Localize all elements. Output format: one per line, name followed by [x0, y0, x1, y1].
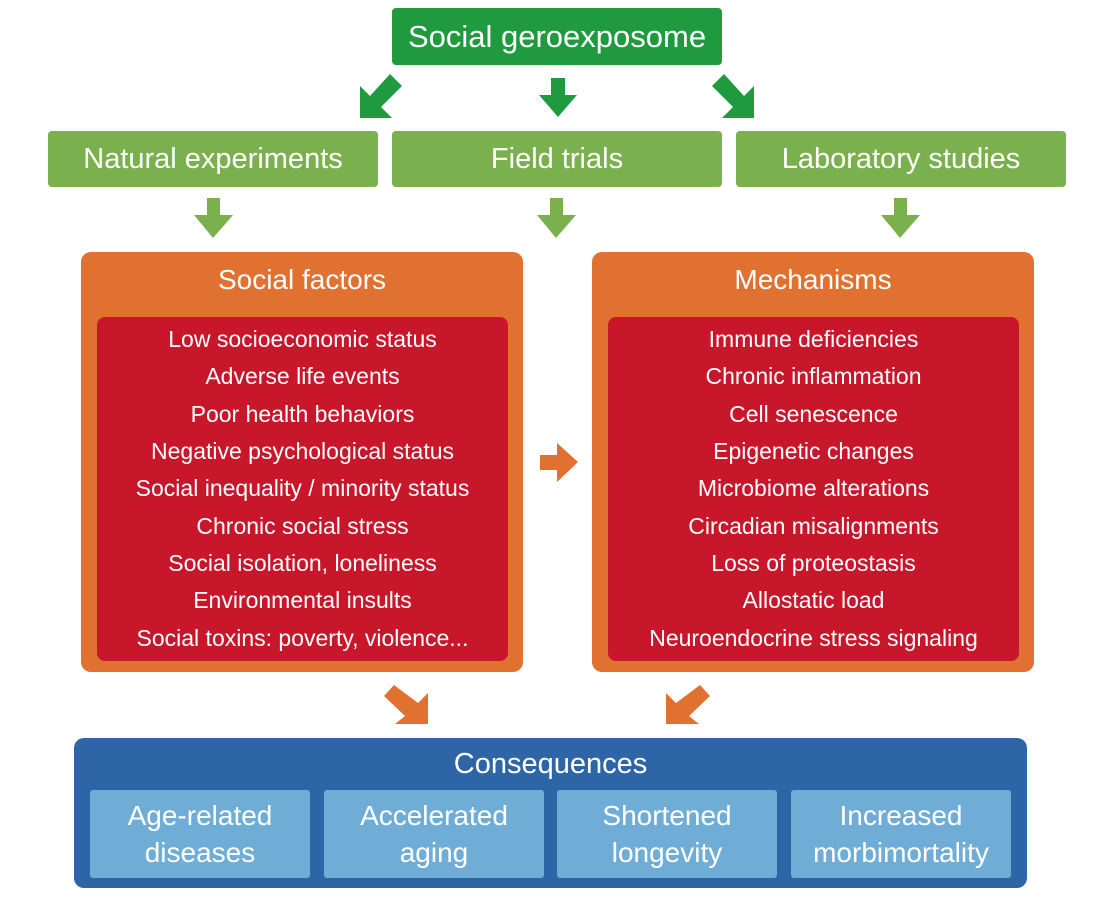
consequence-line: diseases: [144, 837, 256, 868]
consequence-shortened-longevity: Shortened longevity: [557, 790, 777, 878]
arrow-down-icon-shaft: [894, 198, 907, 216]
social-factors-list: Low socioeconomic status Adverse life ev…: [97, 317, 508, 661]
arrow-down-icon: [537, 215, 576, 238]
list-item: Epigenetic changes: [713, 438, 914, 465]
list-item: Microbiome alterations: [697, 475, 930, 502]
consequence-increased-morbimortality: Increased morbimortality: [791, 790, 1011, 878]
list-item: Adverse life events: [205, 363, 400, 390]
arrow-down-icon: [881, 215, 920, 238]
consequence-line: Increased: [839, 800, 963, 831]
arrow-down-icon: [539, 95, 577, 117]
laboratory-studies-box: Laboratory studies: [736, 131, 1066, 187]
social-factors-panel: Social factors Low socioeconomic status …: [81, 252, 523, 672]
consequence-line: Shortened: [602, 800, 732, 831]
natural-experiments-label: Natural experiments: [83, 142, 343, 175]
laboratory-studies-label: Laboratory studies: [781, 142, 1021, 175]
list-item: Loss of proteostasis: [711, 549, 916, 576]
social-geroexposome-label: Social geroexposome: [407, 18, 707, 54]
arrow-down-right-icon: [712, 74, 754, 118]
list-item: Chronic inflammation: [705, 363, 922, 390]
mechanisms-list: Immune deficiencies Chronic inflammation…: [608, 317, 1019, 661]
arrow-down-left-icon: [360, 74, 402, 118]
list-item: Social isolation, loneliness: [168, 549, 437, 576]
consequence-line: Accelerated: [360, 800, 508, 831]
social-factors-title: Social factors: [217, 264, 387, 295]
arrow-down-icon-shaft: [550, 198, 563, 216]
consequence-accelerated-aging: Accelerated aging: [324, 790, 544, 878]
list-item: Social toxins: poverty, violence...: [136, 624, 469, 651]
consequence-line: Age-related: [127, 800, 273, 831]
list-item: Poor health behaviors: [190, 400, 415, 427]
arrow-down-icon: [194, 215, 233, 238]
arrow-down-icon-shaft: [551, 78, 565, 96]
consequences-title: Consequences: [453, 748, 648, 780]
list-item: Negative psychological status: [151, 438, 454, 465]
list-item: Circadian misalignments: [688, 512, 939, 539]
list-item: Allostatic load: [742, 587, 885, 614]
natural-experiments-box: Natural experiments: [48, 131, 378, 187]
arrow-down-left-icon: [666, 685, 710, 724]
list-item: Social inequality / minority status: [135, 475, 470, 502]
consequence-line: morbimortality: [813, 837, 989, 868]
social-geroexposome-box: Social geroexposome: [392, 8, 722, 65]
consequences-panel: Consequences Age-related diseases Acceler…: [74, 738, 1027, 888]
consequence-line: aging: [399, 837, 469, 868]
mechanisms-panel: Mechanisms Immune deficiencies Chronic i…: [592, 252, 1034, 672]
consequence-line: longevity: [611, 837, 723, 868]
mechanisms-title: Mechanisms: [734, 264, 892, 295]
field-trials-label: Field trials: [490, 142, 624, 175]
arrow-down-icon-shaft: [207, 198, 220, 216]
field-trials-box: Field trials: [392, 131, 722, 187]
list-item: Neuroendocrine stress signaling: [649, 624, 978, 651]
consequence-age-related-diseases: Age-related diseases: [90, 790, 310, 878]
list-item: Environmental insults: [193, 587, 412, 614]
list-item: Chronic social stress: [196, 512, 409, 539]
arrow-right-icon: [540, 443, 578, 482]
list-item: Immune deficiencies: [708, 326, 919, 353]
list-item: Low socioeconomic status: [168, 326, 437, 353]
arrow-down-right-icon: [384, 685, 428, 724]
list-item: Cell senescence: [729, 400, 898, 427]
